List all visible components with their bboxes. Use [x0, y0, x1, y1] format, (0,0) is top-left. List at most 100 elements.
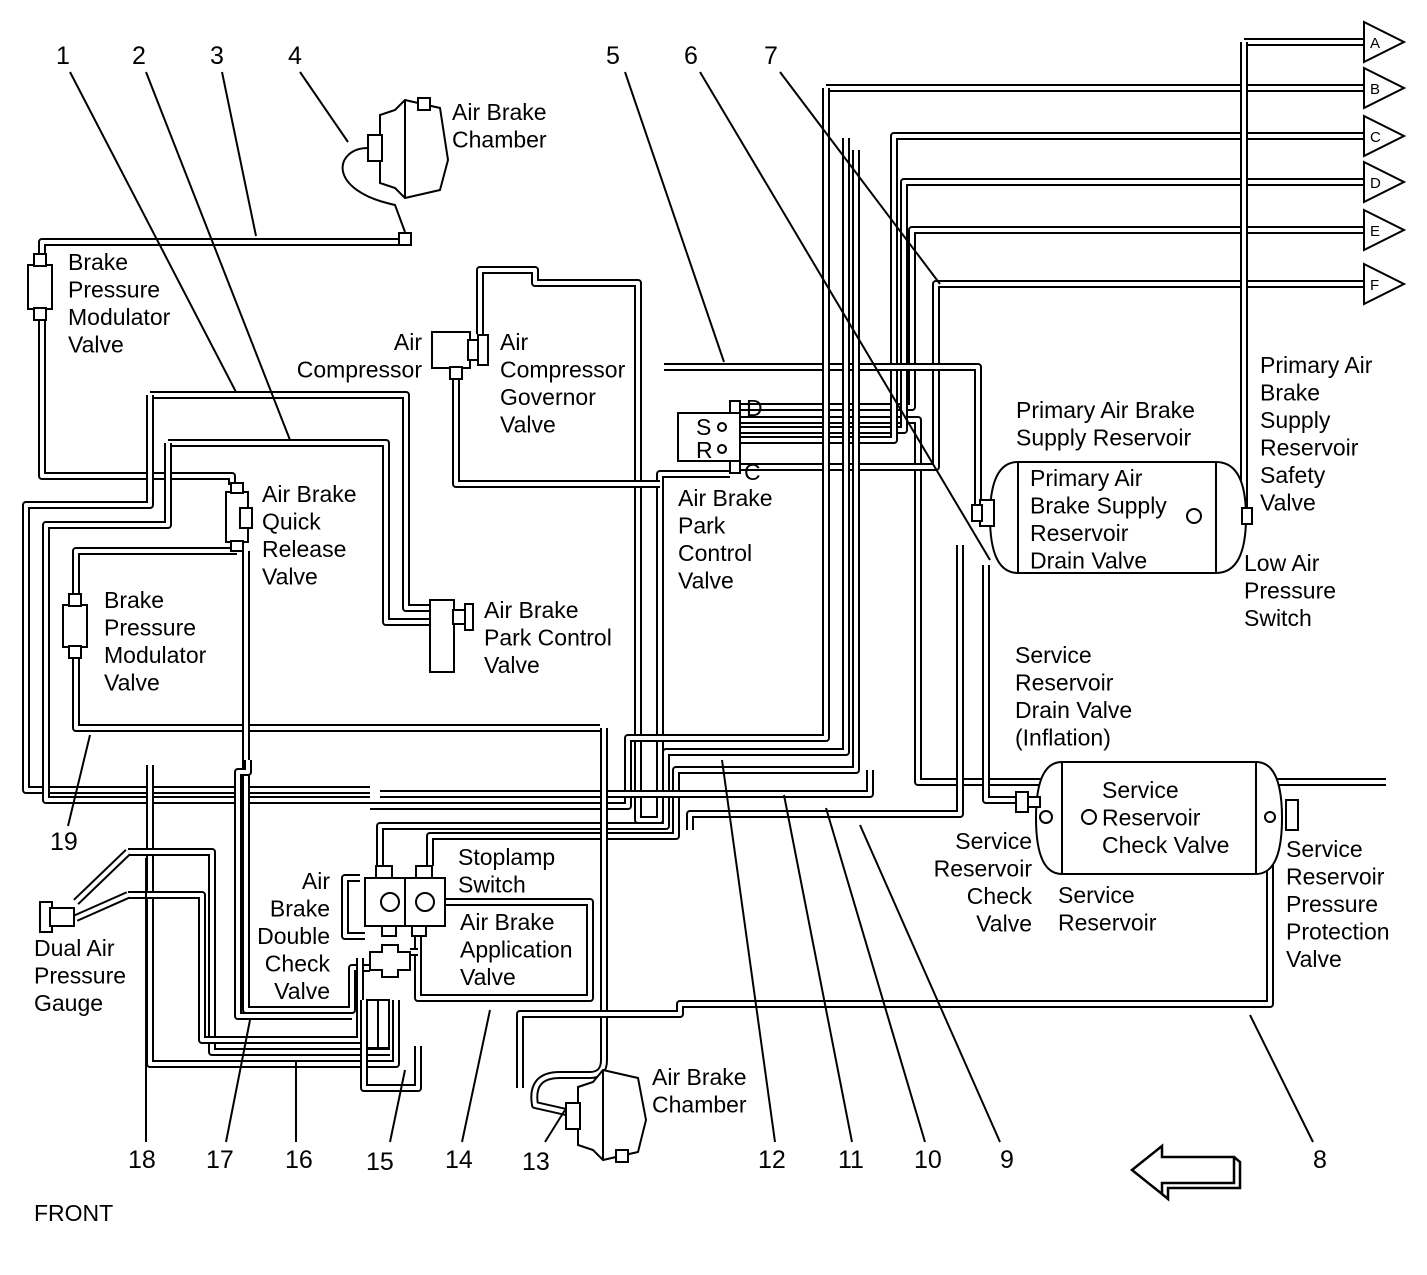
label-line: Brake: [104, 587, 164, 613]
label-line: Valve: [484, 652, 540, 678]
air-line-core: [664, 365, 980, 510]
air-line-core: [40, 320, 234, 485]
connector-triangle: [1363, 66, 1407, 110]
air-line-core: [128, 850, 390, 1054]
label-line: Check Valve: [1102, 832, 1229, 858]
air-brake-double-check-valve: [366, 944, 411, 1049]
label-line: Valve: [1286, 946, 1342, 972]
park-valve-port-s: S: [696, 414, 711, 440]
label-line: Protection: [1286, 919, 1390, 945]
label-line: Reservoir: [1015, 670, 1114, 696]
air-line-core: [478, 268, 730, 822]
air-line-core: [150, 393, 432, 610]
park-valve-port-c: C: [744, 459, 761, 485]
left-arrow-shadow: [1161, 1156, 1242, 1202]
air-line-outline: [341, 874, 365, 940]
label-line: Valve: [262, 564, 318, 590]
label-line: Reservoir: [1260, 435, 1359, 461]
connector-letter: C: [1370, 129, 1381, 146]
label-line: Primary Air: [1030, 465, 1143, 491]
park-valve-port-r: R: [696, 437, 713, 463]
label-line: Air Brake: [452, 99, 547, 125]
air-brake-park-control-valve-lower: [429, 599, 474, 673]
callout-4: 4: [288, 42, 302, 70]
pressure-protection-valve-icon: [1285, 799, 1299, 831]
label-line: Air Brake: [652, 1064, 747, 1090]
connector-letter: A: [1370, 35, 1380, 52]
air-line-core: [24, 395, 370, 792]
connector-triangle: [1363, 20, 1407, 64]
label-line: Brake: [1260, 380, 1320, 406]
label-line: Stoplamp: [458, 844, 555, 870]
label-line: Reservoir: [1286, 864, 1385, 890]
label-line: Reservoir: [1102, 805, 1201, 831]
air-line-core: [380, 770, 872, 796]
callout-2: 2: [132, 42, 146, 70]
callout-9: 9: [1000, 1146, 1014, 1174]
label-line: Air Brake: [262, 481, 357, 507]
air-brake-application-valve: [364, 865, 446, 937]
connector-b: B: [1363, 66, 1407, 110]
air-line-core: [532, 728, 606, 1114]
callout-3: 3: [210, 42, 224, 70]
air-lines: [22, 38, 1386, 1116]
callout-12: 12: [758, 1146, 786, 1174]
label-line: Reservoir: [934, 856, 1033, 882]
front-label: FRONT: [34, 1200, 113, 1226]
air-line-core: [148, 765, 398, 1066]
air-line-core: [362, 1000, 420, 1090]
callout-17: 17: [206, 1146, 234, 1174]
air-line-outline: [370, 88, 830, 810]
park-valve-port-d: D: [746, 395, 763, 421]
air-brake-chamber-bottom: [565, 1068, 648, 1163]
label-line: Compressor: [297, 357, 423, 383]
label-line: Air Brake: [484, 597, 579, 623]
callout-numbers: 1 2 3 4 5 6 7 8 9 10 11 12 13 14 15 16 1…: [50, 42, 1327, 1176]
callout-18: 18: [128, 1146, 156, 1174]
label-line: Chamber: [652, 1092, 747, 1118]
label-line: Pressure: [1286, 891, 1378, 917]
label-line: Service: [1286, 836, 1363, 862]
label-line: Reservoir: [1058, 910, 1157, 936]
label-line: Air: [302, 868, 330, 894]
connector-letter: E: [1370, 223, 1380, 240]
label-line: Safety: [1260, 462, 1326, 488]
label-line: Supply: [1260, 407, 1331, 433]
label-line: Reservoir: [1030, 520, 1129, 546]
callout-13: 13: [522, 1148, 550, 1176]
label-line: Air: [500, 329, 528, 355]
air-line-core: [74, 549, 237, 594]
callout-8: 8: [1313, 1146, 1327, 1174]
air-brake-chamber-top: [341, 97, 450, 246]
label-line: Valve: [68, 332, 124, 358]
connector-letter: D: [1370, 175, 1381, 192]
label-line: Pressure: [68, 277, 160, 303]
label-line: Check: [265, 951, 331, 977]
air-line-core: [236, 760, 352, 1018]
label-line: (Inflation): [1015, 725, 1111, 751]
label-line: Chamber: [452, 127, 547, 153]
air-line-core: [740, 134, 1380, 442]
callout-11: 11: [838, 1146, 864, 1174]
primary-air-brake-supply-reservoir: [971, 461, 1253, 574]
air-line-core: [370, 88, 828, 808]
dual-air-pressure-gauge: [39, 901, 75, 933]
air-line-core: [75, 893, 129, 920]
air-brake-quick-release-valve: [225, 482, 253, 552]
air-line-outline: [982, 565, 1016, 804]
callout-5: 5: [606, 42, 620, 70]
air-line-core: [984, 565, 1016, 802]
label-line: Service: [955, 828, 1032, 854]
